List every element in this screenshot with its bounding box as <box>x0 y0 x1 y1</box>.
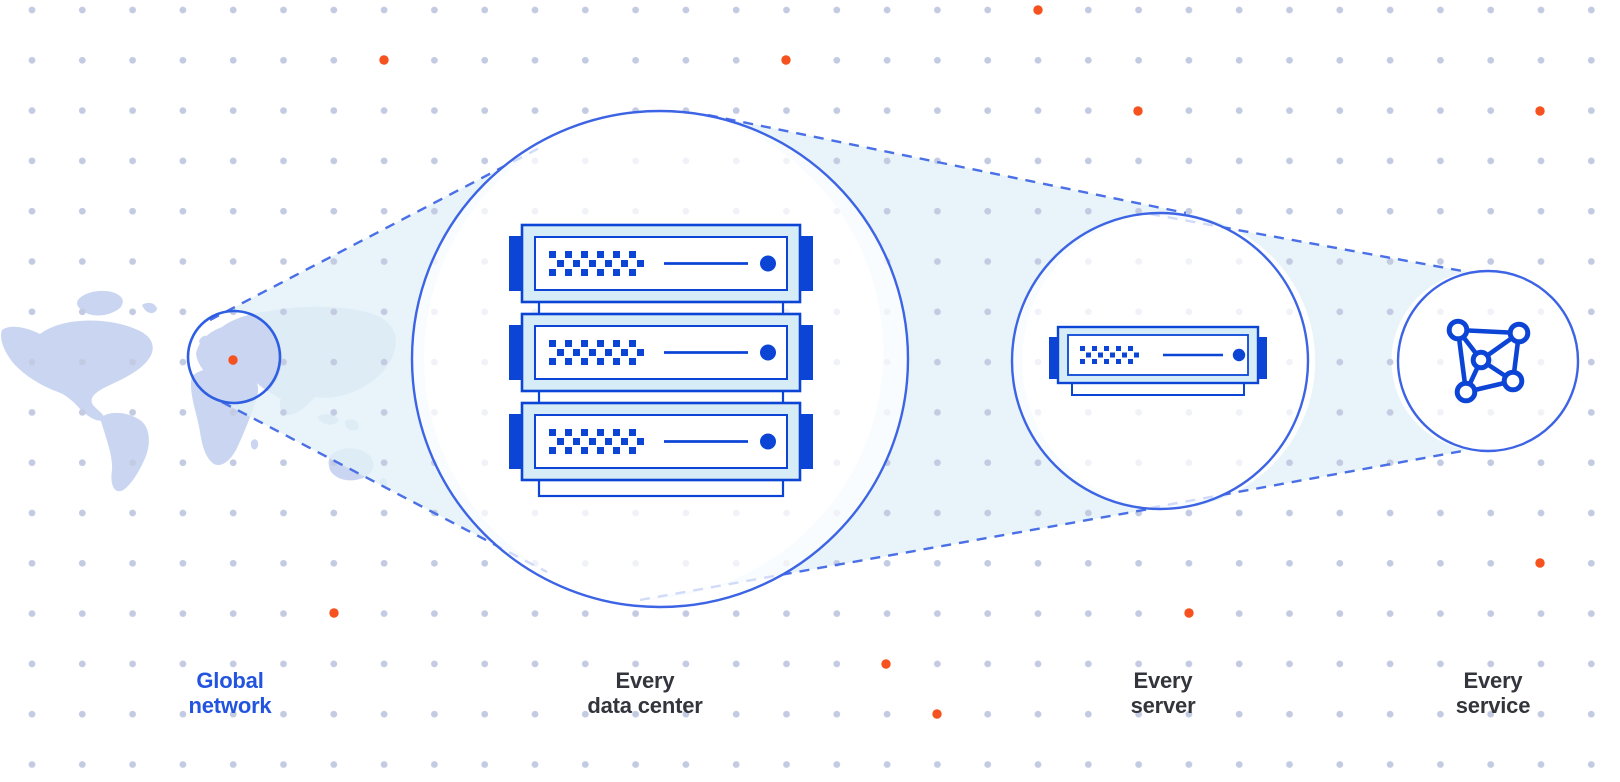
server-rack-icon <box>509 225 813 498</box>
label-line: server <box>1130 693 1196 718</box>
label-line: Every <box>615 668 675 693</box>
global-network-ring <box>186 309 282 405</box>
server-unit-1 <box>509 225 813 302</box>
server-icon <box>1049 325 1267 396</box>
label-line: Global <box>196 668 264 693</box>
label-line: Every <box>1133 668 1193 693</box>
label-line: service <box>1455 693 1531 718</box>
network-mesh-icon <box>1446 318 1531 404</box>
label-line: data center <box>587 693 703 718</box>
orange-dot <box>932 709 942 719</box>
orange-dot <box>1535 558 1545 568</box>
label-line: network <box>188 693 272 718</box>
server-unit-3 <box>509 403 813 480</box>
orange-dot <box>228 355 238 365</box>
label-every-data-center: Every data center <box>587 668 702 718</box>
orange-dot <box>1535 106 1545 116</box>
orange-dot <box>1184 608 1194 618</box>
orange-dot <box>1033 5 1043 15</box>
label-every-service: Every service <box>1455 668 1531 718</box>
orange-dot <box>881 659 891 669</box>
label-every-server: Every server <box>1131 668 1196 718</box>
zoom-connector-dashes <box>209 113 1469 602</box>
orange-dot <box>1133 106 1143 116</box>
server-unit-2 <box>509 314 813 391</box>
orange-dot <box>781 55 791 65</box>
label-line: Every <box>1463 668 1523 693</box>
orange-dot <box>379 55 389 65</box>
label-global-network: Global network <box>189 668 272 718</box>
orange-dot <box>329 608 339 618</box>
orange-dots <box>228 5 1545 719</box>
